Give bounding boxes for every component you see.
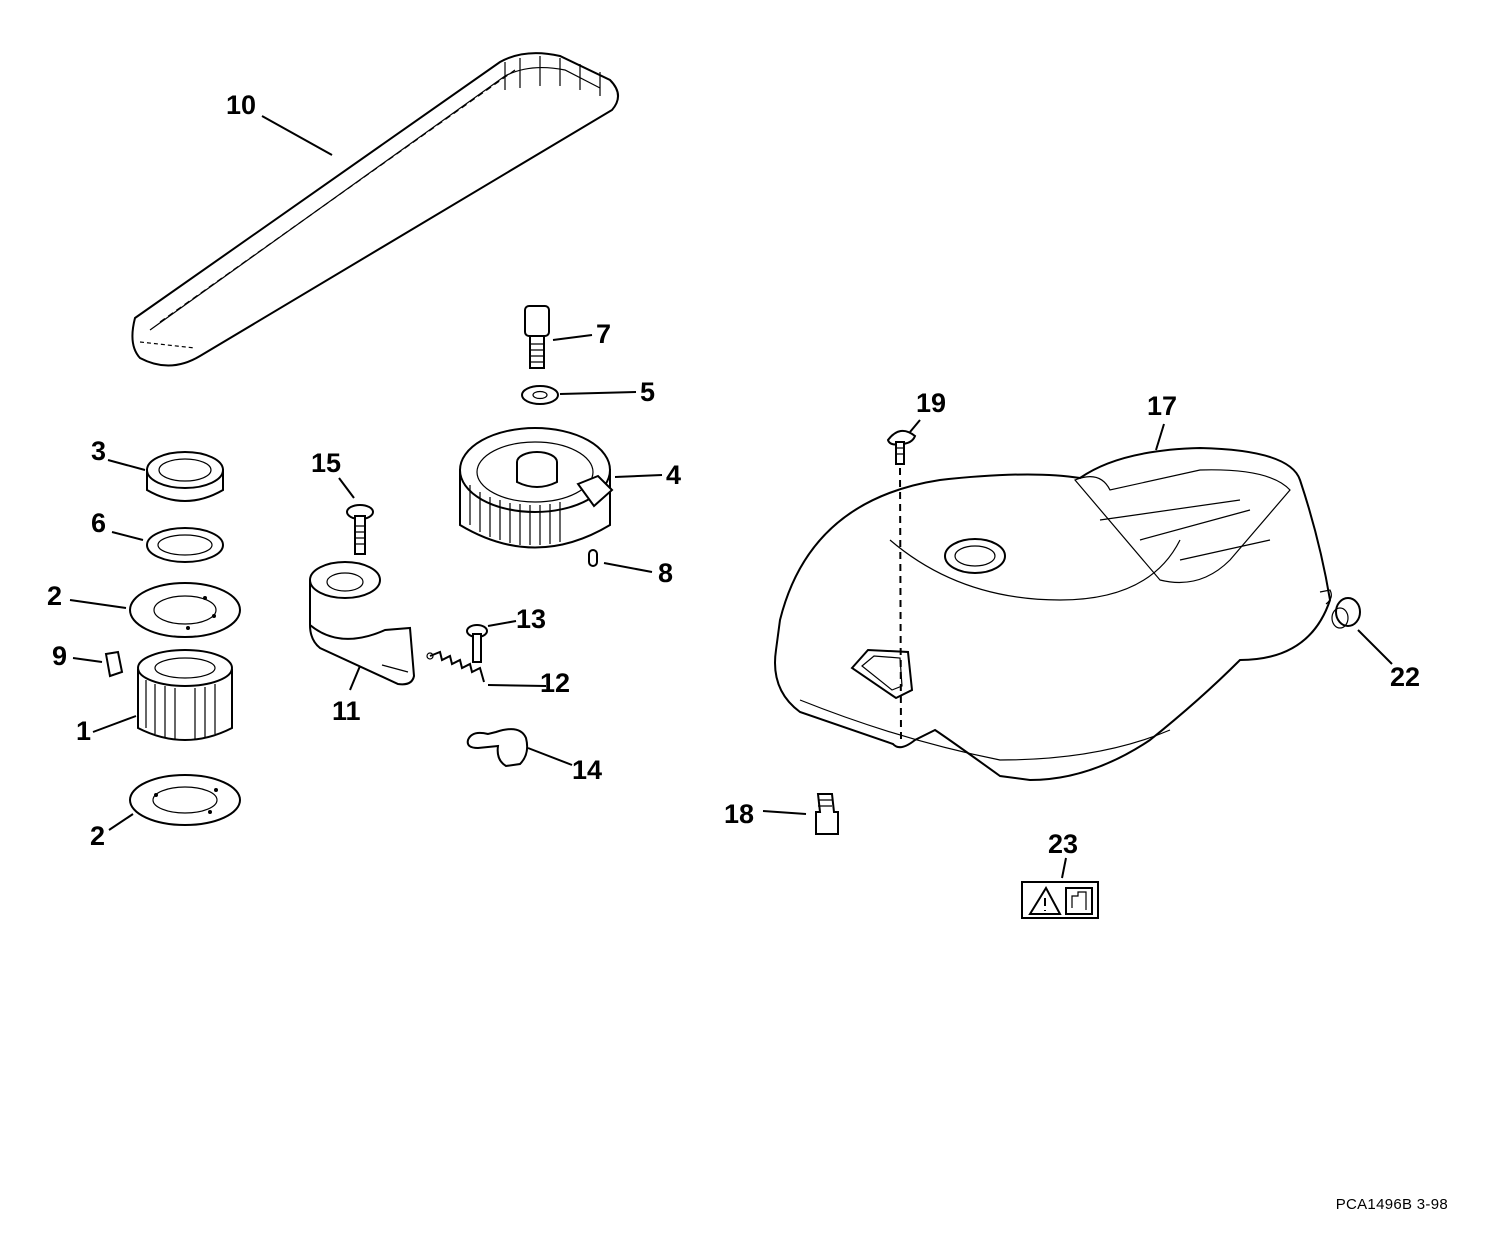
callout-11: 11	[332, 696, 361, 726]
callout-22: 22	[1390, 662, 1420, 692]
screw-part-13	[466, 624, 488, 663]
callout-17: 17	[1147, 391, 1177, 421]
callout-3: 3	[91, 436, 106, 466]
thrust-plate-part-2-upper	[129, 582, 241, 638]
grommet-part-22	[1331, 597, 1361, 629]
thrust-plate-part-2-lower	[129, 774, 241, 826]
callout-2-upper: 2	[47, 581, 62, 611]
leader-lines	[69, 115, 1393, 879]
callout-4: 4	[666, 460, 681, 490]
flywheel-cover-part-17	[774, 446, 1332, 782]
bolt-part-7	[524, 305, 550, 369]
warning-triangle-icon	[1028, 885, 1062, 915]
drawing-code: PCA1496B 3-98	[1335, 1196, 1448, 1213]
screw-part-19	[886, 429, 917, 465]
nut-part-3	[146, 451, 224, 502]
pin-part-8	[588, 549, 598, 567]
callout-15: 15	[311, 448, 341, 478]
washer-part-6	[146, 527, 224, 563]
callout-23: 23	[1048, 829, 1078, 859]
clip-part-14	[466, 728, 529, 768]
callout-7: 7	[596, 319, 611, 349]
spring-part-12	[426, 650, 485, 683]
callout-18: 18	[724, 799, 754, 829]
callout-6: 6	[91, 508, 106, 538]
plug-part-18	[815, 793, 839, 835]
callout-5: 5	[640, 377, 655, 407]
warning-decal-part-23	[1021, 881, 1099, 919]
hand-caution-icon	[1065, 887, 1093, 915]
washer-part-5	[521, 385, 559, 405]
callout-10: 10	[226, 90, 256, 120]
callout-13: 13	[516, 604, 546, 634]
bolt-part-15	[346, 504, 374, 555]
tensioner-part-11	[309, 561, 416, 686]
callout-19: 19	[916, 388, 946, 418]
timing-belt-part-10	[131, 52, 619, 367]
key-part-9	[104, 650, 124, 678]
alignment-line	[899, 467, 902, 741]
crank-sprocket-part-1	[137, 649, 233, 741]
sprocket-part-4	[459, 427, 614, 549]
callout-14: 14	[572, 755, 602, 785]
callout-8: 8	[658, 558, 673, 588]
callout-9: 9	[52, 641, 67, 671]
callout-1: 1	[76, 716, 91, 746]
callout-labels: 10 7 5 4 8 3 6 2 9 1 2 15 11 13 12 14 19…	[47, 90, 1420, 859]
callout-12: 12	[540, 668, 570, 698]
callout-2-lower: 2	[90, 821, 105, 851]
